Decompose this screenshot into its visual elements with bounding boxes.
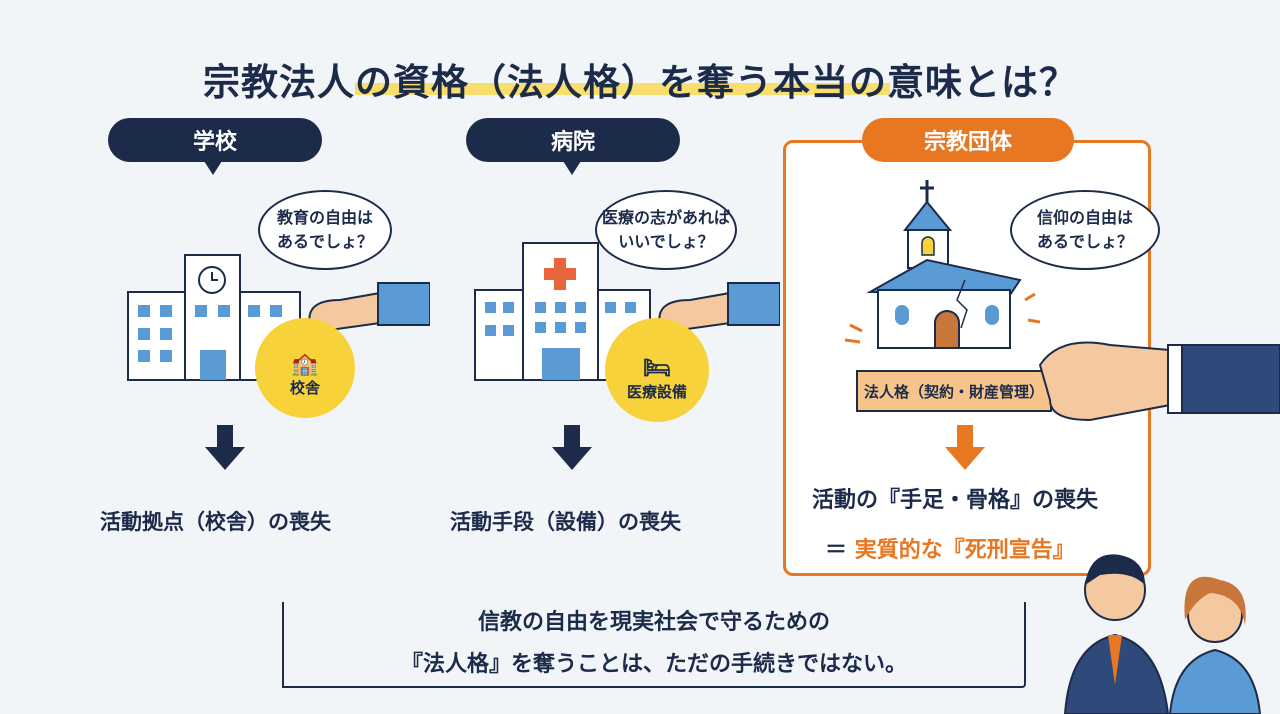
label-religious: 宗教団体 [862, 118, 1074, 162]
church-icon [844, 180, 1040, 349]
speech-line: いいでしょ？ [618, 232, 714, 251]
equals-sign: ＝ [825, 538, 848, 563]
title-highlight [355, 83, 890, 95]
speech-line: 教育の自由は [276, 208, 373, 227]
page-title: 宗教法人の資格（法人格）を奪う本当の意味とは？ [203, 61, 1077, 104]
footer-line-1: 信教の自由を現実社会で守るための [477, 610, 830, 635]
item-label: 医療設備 [626, 383, 687, 401]
result-text: 活動の『手足・骨格』の喪失 [812, 488, 1099, 513]
down-arrow-icon [205, 425, 245, 470]
hand-pulling-icon [1038, 341, 1280, 422]
speech-line: あるでしょ？ [1036, 232, 1133, 251]
label-school: 学校 [108, 118, 322, 162]
result-text: 活動手段（設備）の喪失 [450, 510, 681, 534]
down-arrow-icon [945, 425, 985, 470]
item-circle: 🛏 医療設備 [605, 318, 709, 422]
speech-line: 医療の志があれば [601, 208, 730, 227]
school-mini-icon: 🏫 [291, 352, 319, 377]
speech-line: あるでしょ？ [276, 232, 373, 251]
item-label: 校舎 [289, 379, 320, 397]
speech-bubble: 医療の志があればいいでしょ？ [595, 190, 737, 270]
pill-tail [204, 161, 222, 175]
conclusion: ＝ 実質的な『死刑宣告』 [825, 532, 1075, 564]
worried-people-icon [1063, 554, 1262, 714]
result-text: 活動拠点（校舎）の喪失 [100, 510, 331, 534]
medical-equipment-icon: 🛏 [643, 356, 671, 381]
hand-icon [308, 282, 430, 332]
footer-bracket [282, 602, 1026, 688]
speech-bubble: 教育の自由はあるでしょ？ [258, 190, 392, 270]
footer-line-2: 『法人格』を奪うことは、ただの手続きではない。 [400, 652, 907, 677]
pill-tail [563, 161, 581, 175]
hand-icon [658, 282, 780, 332]
conclusion-text: 実質的な『死刑宣告』 [854, 538, 1075, 563]
speech-line: 信仰の自由は [1036, 208, 1133, 227]
legal-personality-plaque: 法人格（契約・財産管理） [856, 370, 1052, 412]
item-circle: 🏫 校舎 [255, 318, 355, 418]
label-hospital: 病院 [466, 118, 680, 162]
speech-bubble: 信仰の自由はあるでしょ？ [1010, 190, 1160, 270]
down-arrow-icon [552, 425, 592, 470]
